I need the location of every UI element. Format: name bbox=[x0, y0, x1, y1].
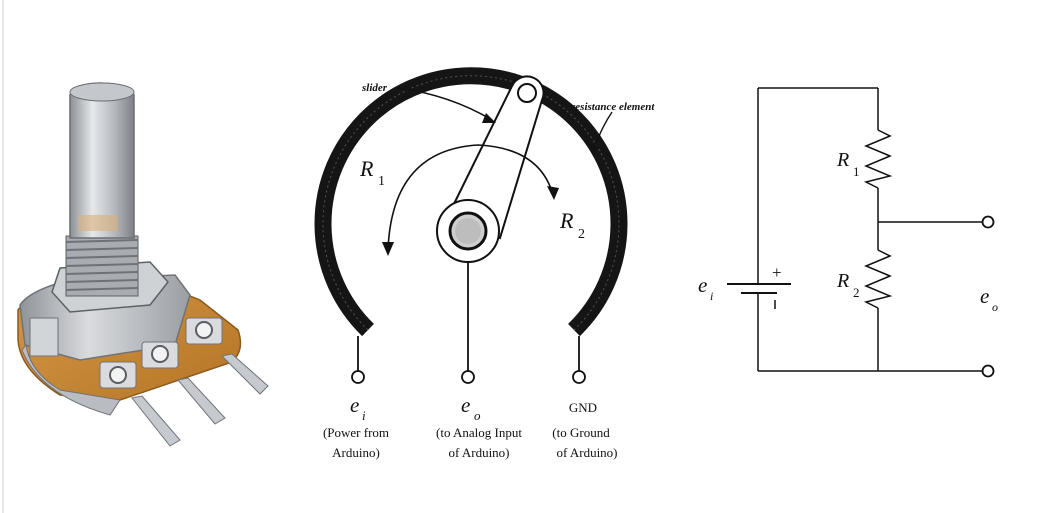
terminal-gnd-line1: (to Ground bbox=[552, 425, 610, 440]
terminal-eo bbox=[461, 370, 475, 384]
circuit-r1-letter: R bbox=[836, 149, 849, 171]
circuit-eo-letter: e bbox=[980, 284, 989, 308]
circuit-r1-sub: 1 bbox=[853, 164, 860, 179]
r1-resistor bbox=[863, 129, 893, 189]
terminal-eo-sub: o bbox=[474, 408, 481, 423]
output-terminal-bottom bbox=[981, 364, 995, 378]
r2-resistor bbox=[863, 249, 893, 309]
terminal-eo-symbol: e bbox=[461, 393, 470, 417]
rotation-arrow bbox=[387, 144, 554, 251]
terminal-ei-line1: (Power from bbox=[323, 425, 389, 440]
output-terminal-top bbox=[981, 215, 995, 229]
terminal-ei-sub: i bbox=[362, 408, 366, 423]
terminal-ei-line2: Arduino) bbox=[332, 445, 380, 460]
potentiometer-photo bbox=[17, 82, 269, 447]
pot-r2-letter: R bbox=[559, 208, 574, 233]
voltage-divider-circuit bbox=[727, 87, 983, 372]
terminal-ei-symbol: e bbox=[350, 393, 359, 417]
battery-plus: + bbox=[772, 263, 782, 282]
pot-r2-sub: 2 bbox=[578, 227, 585, 242]
terminal-gnd-line2: of Arduino) bbox=[556, 445, 617, 460]
circuit-ei-letter: e bbox=[698, 273, 707, 297]
pot-diagram: slider resistance element R 1 R 2 e i (P… bbox=[314, 67, 655, 460]
terminal-gnd-symbol: GND bbox=[569, 400, 597, 415]
slider-pointer-arrow bbox=[397, 87, 493, 121]
circuit-r2-letter: R bbox=[836, 270, 849, 292]
terminal-ei bbox=[351, 370, 365, 384]
terminal-eo-line2: of Arduino) bbox=[448, 445, 509, 460]
resistance-label: resistance element bbox=[571, 101, 655, 113]
circuit-ei-sub: i bbox=[710, 289, 713, 303]
terminal-eo-line1: (to Analog Input bbox=[436, 425, 522, 440]
circuit-eo-sub: o bbox=[992, 300, 998, 314]
circuit-r2-sub: 2 bbox=[853, 285, 860, 300]
slider-label: slider bbox=[361, 82, 388, 94]
pot-r1-sub: 1 bbox=[378, 174, 385, 189]
pot-r1-letter: R bbox=[359, 156, 374, 181]
terminal-gnd bbox=[572, 370, 586, 384]
slider-arm bbox=[436, 75, 545, 263]
